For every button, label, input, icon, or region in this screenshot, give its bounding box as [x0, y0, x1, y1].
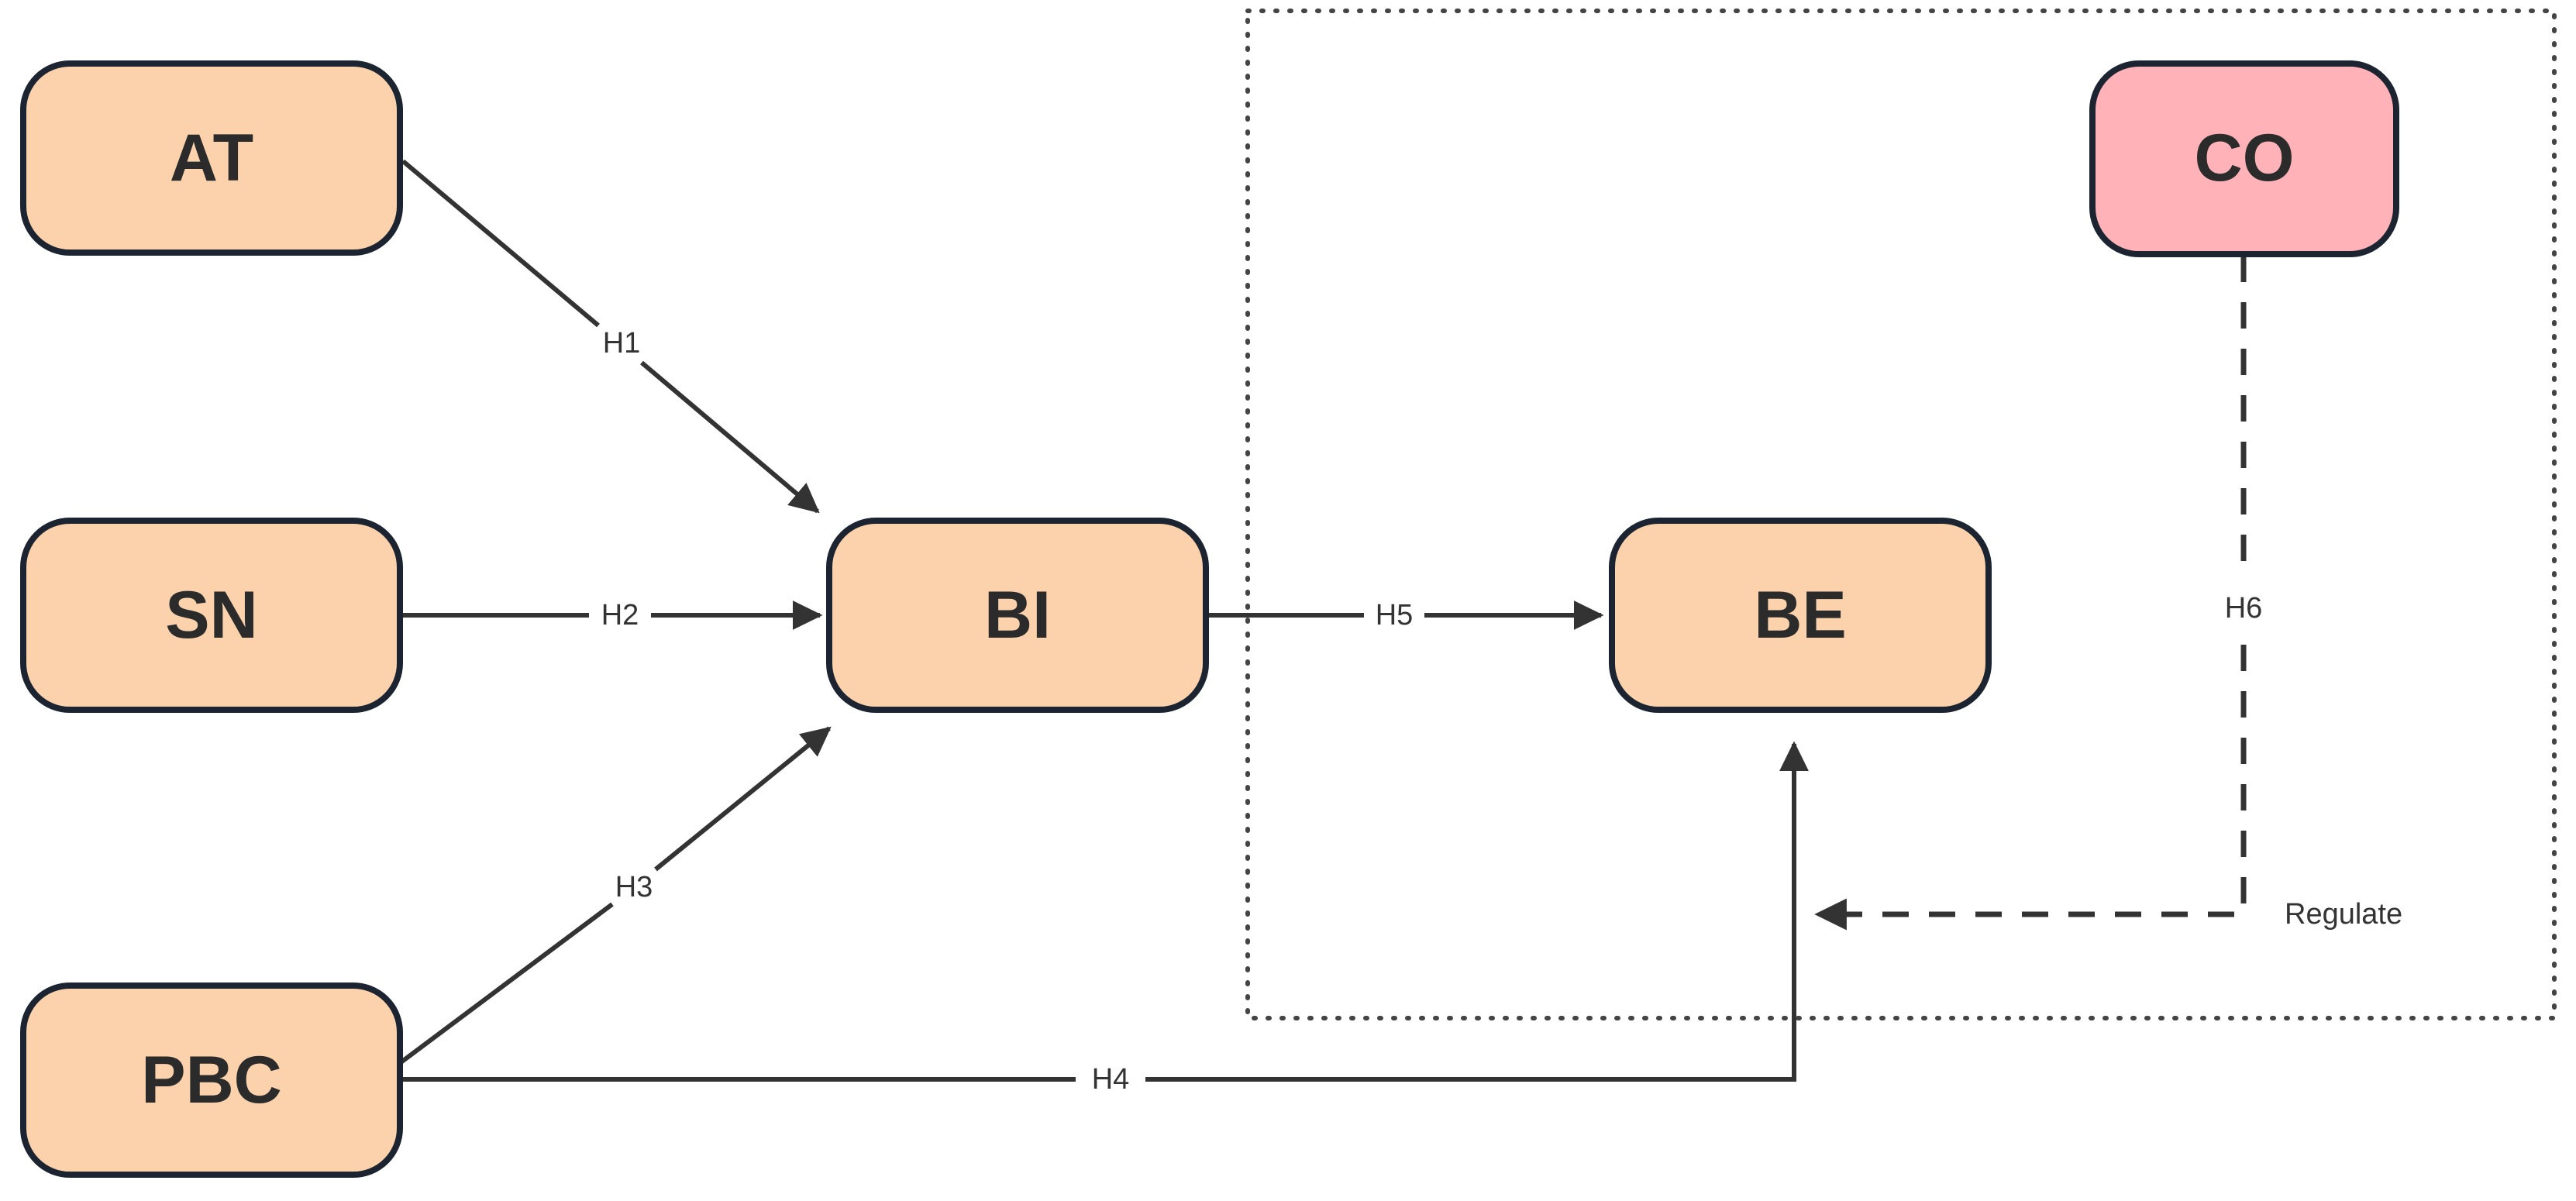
node-be[interactable]: BE	[1609, 518, 1992, 713]
behaviour-boundary-box	[1245, 9, 2557, 1020]
edge-h5: H5	[1206, 599, 1604, 631]
node-sn[interactable]: SN	[20, 518, 403, 713]
edge-h4: H4	[400, 741, 1809, 1096]
annotation-regulate: Regulate	[2285, 898, 2402, 931]
node-co-shape[interactable]	[2089, 60, 2399, 257]
node-bi[interactable]: BI	[826, 518, 1209, 713]
edge-label-h1: H1	[603, 327, 641, 360]
node-pbc-label: PBC	[141, 1043, 282, 1117]
edge-label-h4: H4	[1092, 1063, 1130, 1096]
edge-h1-segment-b	[640, 360, 820, 514]
edge-h1: H1	[401, 159, 820, 514]
node-bi-shape[interactable]	[826, 518, 1209, 713]
edge-h4-segment-b	[1145, 741, 1809, 1082]
edge-h6: H6	[1814, 256, 2263, 931]
edge-h3-segment-a	[398, 902, 614, 1065]
node-pbc[interactable]: PBC	[20, 982, 403, 1178]
node-bi-label: BI	[984, 578, 1051, 652]
edge-h3-segment-b	[654, 726, 832, 872]
edge-label-h3: H3	[615, 871, 653, 903]
edge-h2: H2	[400, 599, 823, 631]
node-pbc-shape[interactable]	[20, 982, 403, 1178]
node-at-shape[interactable]	[20, 60, 403, 256]
edge-label-h5: H5	[1376, 599, 1414, 631]
edge-label-h2: H2	[601, 599, 639, 631]
node-co-label: CO	[2195, 121, 2295, 195]
node-co[interactable]: CO	[2089, 60, 2399, 257]
node-be-label: BE	[1754, 578, 1846, 652]
node-at[interactable]: AT	[20, 60, 403, 256]
node-sn-shape[interactable]	[20, 518, 403, 713]
node-be-shape[interactable]	[1609, 518, 1992, 713]
edge-label-h6: H6	[2225, 592, 2263, 625]
edge-h3: H3	[398, 726, 832, 1065]
node-sn-label: SN	[165, 578, 257, 652]
edge-h1-segment-a	[401, 159, 600, 328]
node-at-label: AT	[170, 121, 253, 195]
